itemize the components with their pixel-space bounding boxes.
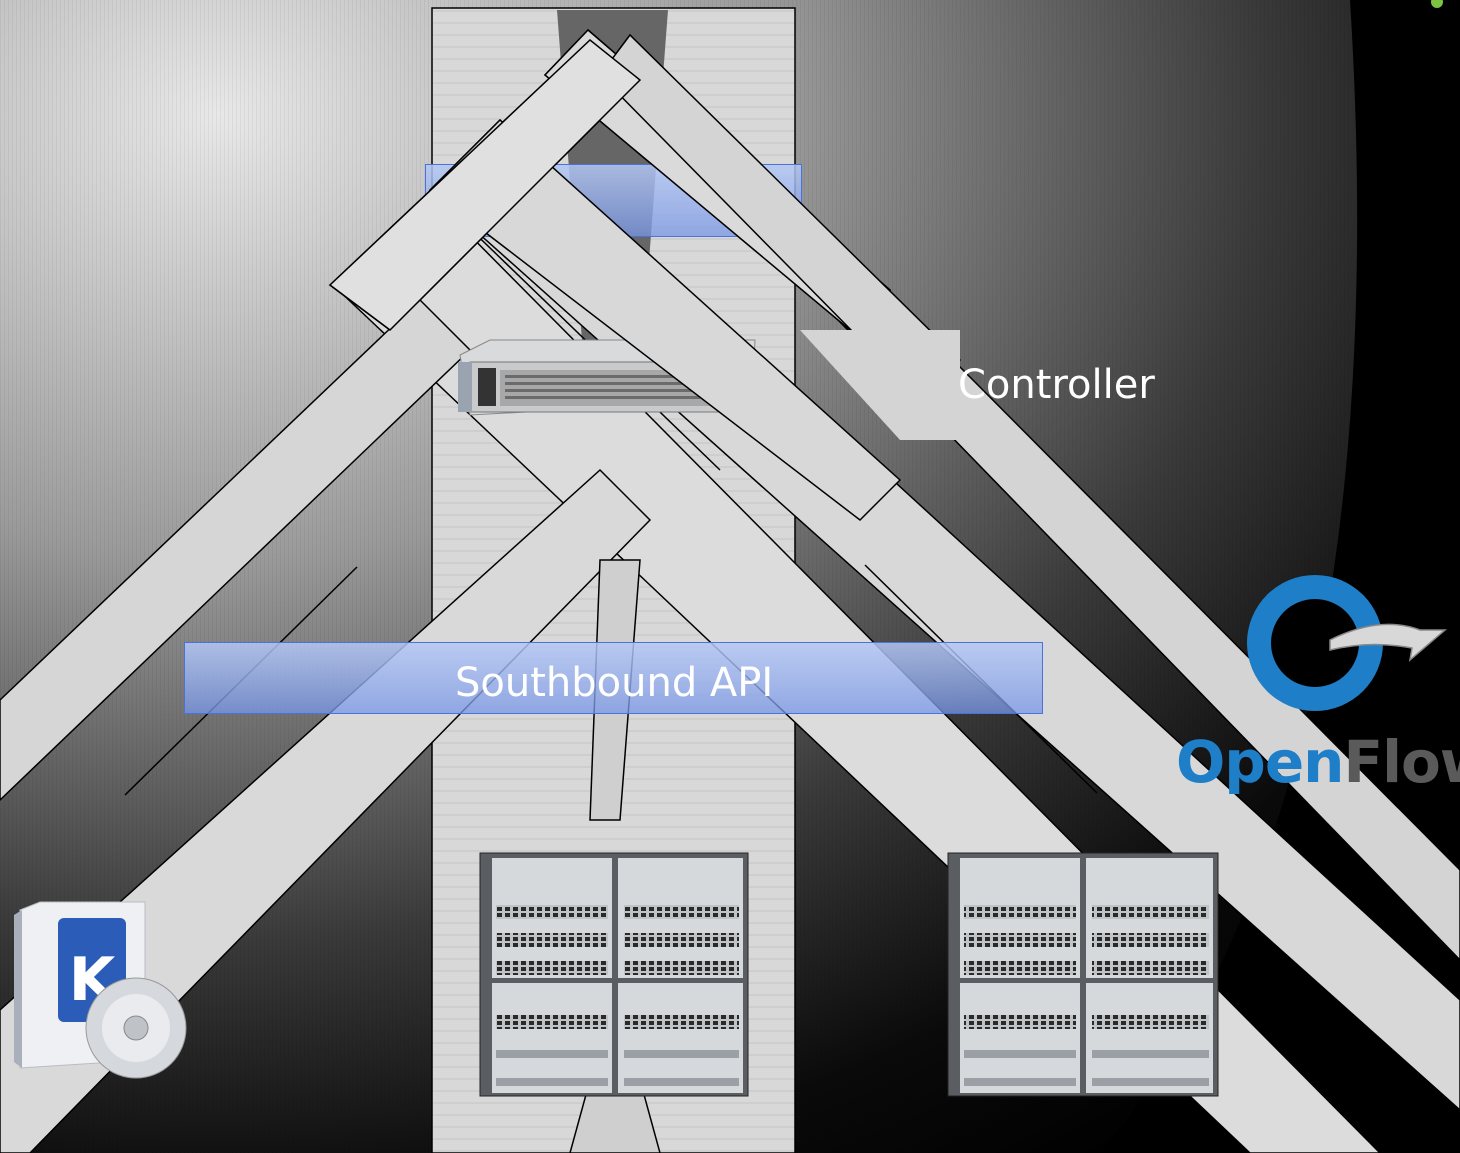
- southbound-api-band: [184, 642, 1043, 714]
- northbound-api-band: [425, 164, 802, 237]
- openflow-flow-text: Flow: [1343, 728, 1460, 796]
- beam-left-b: [0, 468, 652, 1153]
- controller-label: Controller: [958, 362, 1155, 408]
- accent-dot: [1431, 0, 1443, 8]
- openflow-wordmark: OpenFlow: [1176, 728, 1460, 796]
- openflow-open-text: Open: [1176, 728, 1344, 796]
- openflow-logo-icon: [1247, 575, 1448, 711]
- rack-server-icon: [458, 339, 756, 416]
- network-switch-icon: [947, 852, 1219, 1097]
- network-switch-icon: [479, 852, 749, 1097]
- kde-software-package-icon: K: [14, 901, 187, 1079]
